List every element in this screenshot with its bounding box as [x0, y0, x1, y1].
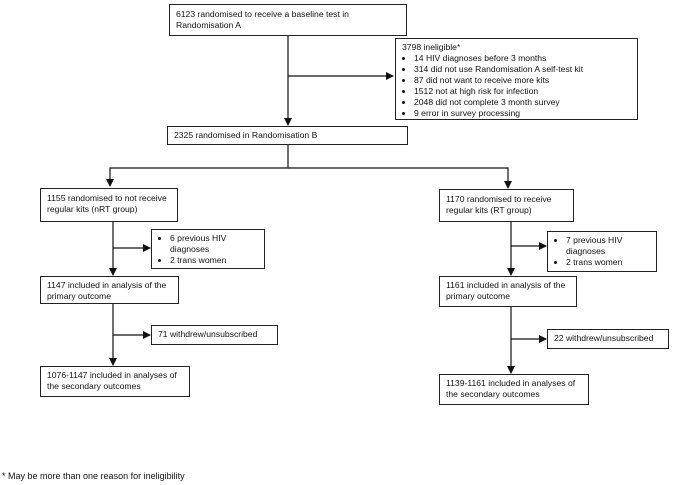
nrt-allocated-text: 1155 randomised to not receive regular k… — [47, 193, 167, 214]
ineligible-reason: 2048 did not complete 3 month survey — [414, 97, 631, 108]
nrt-secondary-text: 1076-1147 included in analyses of the se… — [47, 370, 177, 391]
randomisation-b-box: 2325 randomised in Randomisation B — [167, 126, 408, 145]
rt-exclusion-item: 2 trans women — [566, 257, 650, 268]
nrt-primary-text: 1147 included in analysis of the primary… — [47, 280, 167, 301]
ineligible-reason: 87 did not want to receive more kits — [414, 75, 631, 86]
ineligible-title: 3798 ineligible* — [402, 42, 461, 52]
rt-allocated-text: 1170 randomised to receive regular kits … — [446, 194, 552, 215]
nrt-exclusions-list: 6 previous HIV diagnoses 2 trans women — [158, 233, 258, 266]
rt-primary-text: 1161 included in analysis of the primary… — [446, 280, 566, 301]
nrt-withdrew-text: 71 withdrew/unsubscribed — [158, 329, 258, 339]
ineligible-reason: 14 HIV diagnoses before 3 months — [414, 53, 631, 64]
nrt-exclusions-box: 6 previous HIV diagnoses 2 trans women — [151, 229, 265, 269]
nrt-exclusion-item: 6 previous HIV diagnoses — [170, 233, 258, 255]
nrt-withdrew-box: 71 withdrew/unsubscribed — [151, 325, 278, 345]
ineligible-box: 3798 ineligible* 14 HIV diagnoses before… — [395, 38, 638, 120]
rt-primary-box: 1161 included in analysis of the primary… — [439, 276, 577, 307]
nrt-primary-box: 1147 included in analysis of the primary… — [40, 276, 179, 304]
footnote: * May be more than one reason for inelig… — [2, 471, 185, 481]
nrt-allocated-box: 1155 randomised to not receive regular k… — [40, 188, 178, 222]
ineligible-reason: 314 did not use Randomisation A self-tes… — [414, 64, 631, 75]
baseline-text: 6123 randomised to receive a baseline te… — [176, 9, 349, 30]
rt-allocated-box: 1170 randomised to receive regular kits … — [439, 189, 574, 222]
rt-withdrew-box: 22 withdrew/unsubscribed — [547, 329, 669, 349]
baseline-box: 6123 randomised to receive a baseline te… — [169, 4, 407, 36]
ineligible-reasons: 14 HIV diagnoses before 3 months 314 did… — [402, 53, 631, 119]
randomisation-b-text: 2325 randomised in Randomisation B — [174, 130, 318, 140]
rt-exclusions-list: 7 previous HIV diagnoses 2 trans women — [554, 235, 650, 268]
ineligible-reason: 1512 not at high risk for infection — [414, 86, 631, 97]
nrt-exclusion-item: 2 trans women — [170, 255, 258, 266]
ineligible-reason: 9 error in survey processing — [414, 108, 631, 119]
split-connector — [106, 145, 289, 187]
rt-secondary-text: 1139-1161 included in analyses of the se… — [446, 378, 576, 399]
rt-secondary-box: 1139-1161 included in analyses of the se… — [439, 374, 589, 405]
split-connector-right — [288, 167, 512, 189]
rt-withdrew-text: 22 withdrew/unsubscribed — [554, 333, 654, 343]
rt-exclusion-item: 7 previous HIV diagnoses — [566, 235, 650, 257]
rt-exclusions-box: 7 previous HIV diagnoses 2 trans women — [547, 231, 657, 272]
nrt-secondary-box: 1076-1147 included in analyses of the se… — [40, 366, 190, 397]
